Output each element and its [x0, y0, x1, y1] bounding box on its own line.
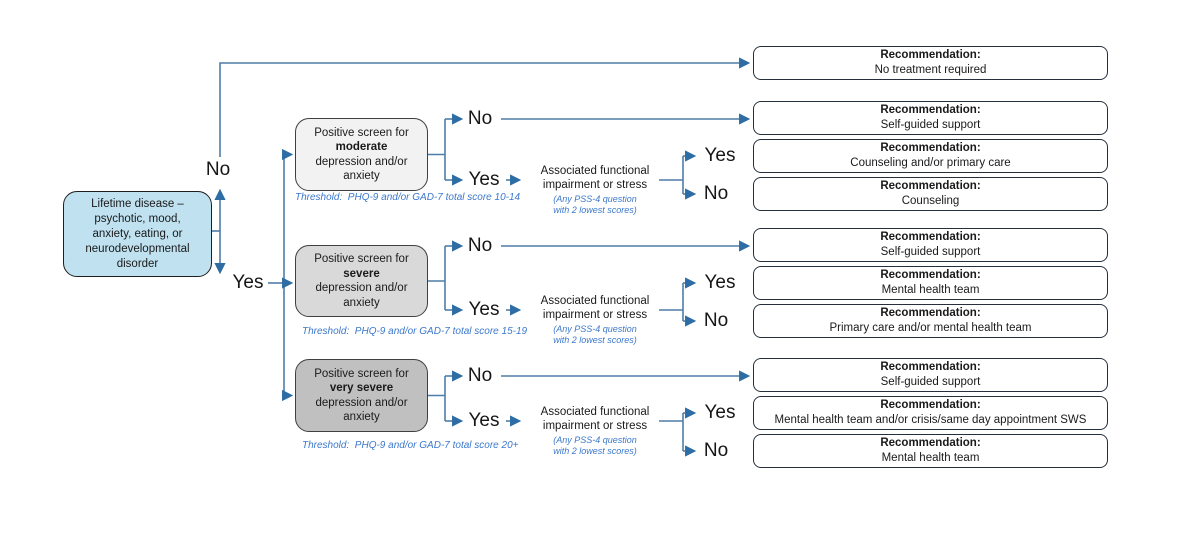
root-no-label: No: [205, 159, 231, 180]
recommendation-box-mental-health-team-1: Recommendation: Mental health team: [753, 266, 1108, 300]
threshold-note-very-severe: Threshold: PHQ-9 and/or GAD-7 total scor…: [302, 440, 519, 451]
screen-post-text: depression and/or anxiety: [315, 155, 408, 183]
screen-box-moderate: Positive screen for moderate depression …: [295, 118, 428, 191]
root-connectors: [212, 57, 751, 402]
recommendation-header: Recommendation:: [880, 307, 981, 319]
recommendation-body: Primary care and/or mental health team: [829, 322, 1032, 334]
moderate-impairment-no-label: No: [703, 183, 729, 204]
recommendation-header: Recommendation:: [880, 142, 981, 154]
moderate-branch-connectors: [428, 113, 751, 200]
screen-severity-text: severe: [343, 267, 380, 280]
moderate-no-label: No: [467, 108, 493, 129]
threshold-note-moderate: Threshold: PHQ-9 and/or GAD-7 total scor…: [295, 192, 521, 203]
moderate-yes-label: Yes: [468, 169, 500, 190]
recommendation-body: Counseling: [901, 195, 960, 207]
screen-severity-text: moderate: [335, 141, 388, 153]
screen-severity-text: very severe: [329, 382, 394, 394]
recommendation-box-mental-health-team-2: Recommendation: Mental health team: [753, 434, 1108, 468]
recommendation-header: Recommendation:: [880, 180, 981, 192]
screen-box-very-severe: Positive screen for very severe depressi…: [295, 359, 428, 432]
screen-box-severe: Positive screen for severe depression an…: [295, 245, 428, 317]
impairment-node-very-severe: Associated functional impairment or stre…: [523, 405, 667, 456]
screen-post-text: depression and/or anxiety: [315, 396, 408, 424]
moderate-impairment-yes-label: Yes: [704, 145, 736, 166]
recommendation-header: Recommendation:: [880, 399, 981, 411]
recommendation-body: Mental health team: [881, 284, 980, 296]
impairment-title: Associated functional impairment or stre…: [540, 165, 650, 191]
very-severe-impairment-no-label: No: [703, 440, 729, 461]
recommendation-header: Recommendation:: [880, 104, 981, 116]
impairment-node-moderate: Associated functional impairment or stre…: [523, 164, 667, 215]
impairment-note: (Any PSS-4 question with 2 lowest scores…: [553, 324, 637, 345]
recommendation-body: No treatment required: [874, 64, 987, 76]
recommendation-header: Recommendation:: [880, 361, 981, 373]
impairment-node-severe: Associated functional impairment or stre…: [523, 294, 667, 345]
severe-no-label: No: [467, 235, 493, 256]
impairment-note: (Any PSS-4 question with 2 lowest scores…: [553, 194, 637, 215]
recommendation-body: Mental health team: [881, 452, 980, 464]
impairment-note: (Any PSS-4 question with 2 lowest scores…: [553, 435, 637, 456]
recommendation-box-counseling: Recommendation: Counseling: [753, 177, 1108, 211]
recommendation-body: Self-guided support: [880, 376, 981, 388]
recommendation-body: Counseling and/or primary care: [850, 157, 1011, 169]
very-severe-yes-label: Yes: [468, 410, 500, 431]
very-severe-no-label: No: [467, 365, 493, 386]
recommendation-body: Mental health team and/or crisis/same da…: [774, 414, 1087, 426]
recommendation-box-primary-care-mental-health: Recommendation: Primary care and/or ment…: [753, 304, 1108, 338]
recommendation-box-self-guided-3: Recommendation: Self-guided support: [753, 358, 1108, 392]
severe-impairment-yes-label: Yes: [704, 272, 736, 293]
recommendation-header: Recommendation:: [880, 269, 981, 281]
very-severe-branch-connectors: [428, 370, 751, 457]
screen-pre-text: Positive screen for: [314, 253, 409, 265]
screen-post-text: depression and/or anxiety: [315, 282, 408, 309]
recommendation-body: Self-guided support: [880, 119, 981, 131]
very-severe-impairment-yes-label: Yes: [704, 402, 736, 423]
recommendation-box-counseling-primary-care: Recommendation: Counseling and/or primar…: [753, 139, 1108, 173]
recommendation-header: Recommendation:: [880, 437, 981, 449]
recommendation-header: Recommendation:: [880, 231, 981, 243]
recommendation-box-crisis-sws: Recommendation: Mental health team and/o…: [753, 396, 1108, 430]
threshold-note-severe: Threshold: PHQ-9 and/or GAD-7 total scor…: [302, 326, 528, 337]
recommendation-box-no-treatment: Recommendation: No treatment required: [753, 46, 1108, 80]
recommendation-box-self-guided-1: Recommendation: Self-guided support: [753, 101, 1108, 135]
severe-branch-connectors: [428, 240, 751, 327]
screen-pre-text: Positive screen for: [314, 367, 409, 380]
recommendation-body: Self-guided support: [880, 246, 981, 258]
root-yes-label: Yes: [232, 272, 264, 293]
impairment-title: Associated functional impairment or stre…: [540, 295, 650, 321]
severe-yes-label: Yes: [468, 299, 500, 320]
impairment-title: Associated functional impairment or stre…: [540, 406, 650, 432]
recommendation-box-self-guided-2: Recommendation: Self-guided support: [753, 228, 1108, 262]
recommendation-header: Recommendation:: [880, 49, 981, 61]
severe-impairment-no-label: No: [703, 310, 729, 331]
screen-pre-text: Positive screen for: [314, 126, 409, 139]
root-node-lifetime-disease: Lifetime disease – psychotic, mood, anxi…: [63, 191, 212, 277]
